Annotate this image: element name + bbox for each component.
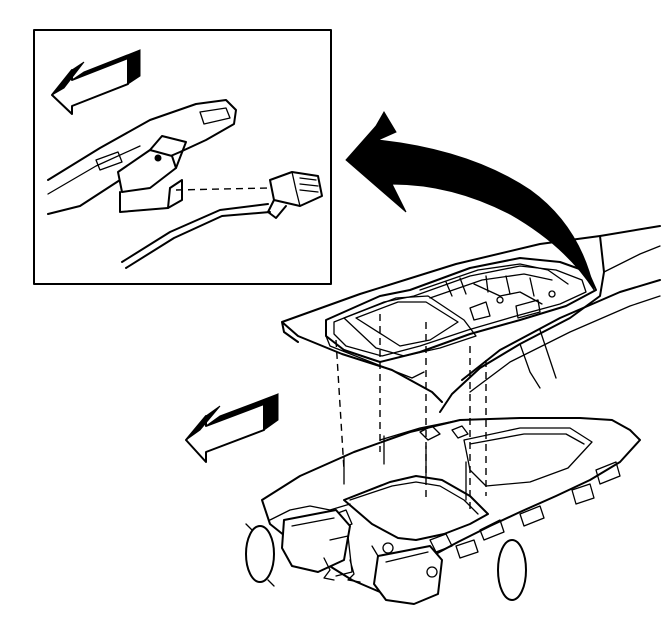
left-wire-loop: [245, 523, 275, 587]
right-wire-loop: [497, 539, 527, 601]
front-direction-arrow-icon: [185, 393, 279, 463]
electrical-connector-icon: [267, 171, 323, 219]
curved-removal-arrow-icon: [345, 111, 595, 291]
clip-ticks: [343, 435, 467, 501]
left-sun-visor: [281, 509, 353, 577]
alignment-line: [175, 187, 271, 191]
trim-bracket: [47, 99, 237, 215]
roof-sunroof-assembly: [281, 225, 661, 413]
right-sun-visor: [373, 545, 443, 605]
wire-harness: [121, 203, 271, 269]
headliner: [261, 417, 641, 593]
inset-frame: [33, 29, 332, 285]
direction-arrow-icon: [51, 49, 141, 115]
mounting-brackets: [323, 545, 379, 583]
connector-detail-inset: [33, 29, 332, 285]
